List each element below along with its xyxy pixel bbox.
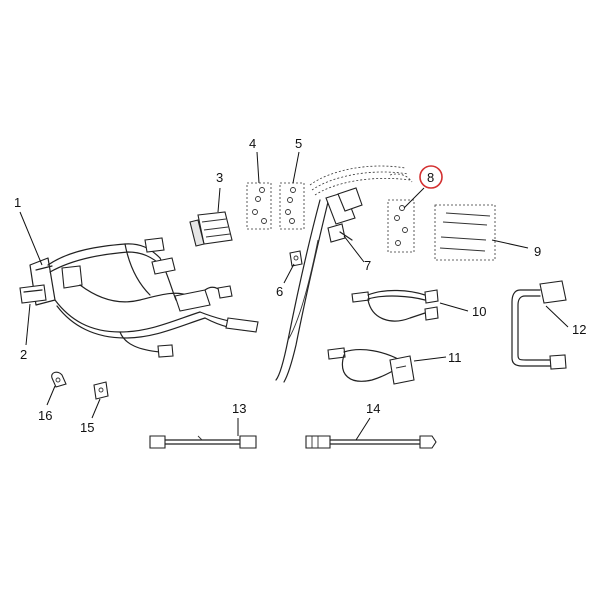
part-12-loop-harness[interactable] (511, 280, 567, 370)
part-11-switch-lead[interactable] (327, 347, 415, 385)
part-1-main-harness[interactable] (29, 237, 259, 358)
part-8-clip-set[interactable] (387, 199, 415, 253)
callout-8-highlight-ring (419, 165, 443, 189)
callout-3: 3 (216, 170, 223, 185)
callout-6: 6 (276, 284, 283, 299)
part-2-harness-clip[interactable] (19, 284, 47, 304)
callout-1: 1 (14, 195, 21, 210)
part-9-cable-ties[interactable] (434, 204, 496, 261)
part-15-clip[interactable] (93, 381, 109, 400)
callout-2: 2 (20, 347, 27, 362)
callout-8: 8 (427, 170, 434, 185)
part-14-lamp-lead[interactable] (305, 435, 437, 449)
callout-16: 16 (38, 408, 52, 423)
callout-12: 12 (572, 322, 586, 337)
leader-lines (19, 151, 569, 441)
callout-11: 11 (448, 350, 462, 365)
callout-13: 13 (232, 401, 246, 416)
part-10-wire-lead[interactable] (351, 289, 439, 322)
callout-4: 4 (249, 136, 256, 151)
callout-15: 15 (80, 420, 94, 435)
callout-14: 14 (366, 401, 380, 416)
part-3-connector-block[interactable] (189, 211, 233, 247)
callout-7: 7 (364, 258, 371, 273)
callout-9: 9 (534, 244, 541, 259)
part-5-clip-set[interactable] (279, 182, 305, 230)
part-6-clip[interactable] (289, 250, 303, 267)
callout-5: 5 (295, 136, 302, 151)
callout-10: 10 (472, 304, 486, 319)
part-16-clip[interactable] (51, 371, 67, 388)
part-13-jumper-lead[interactable] (149, 435, 257, 449)
part-4-clip-set[interactable] (246, 182, 272, 230)
